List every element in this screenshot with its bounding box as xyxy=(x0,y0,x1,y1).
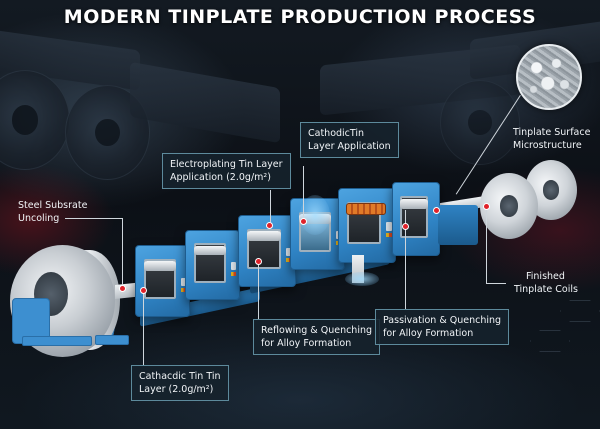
background-coil xyxy=(0,70,70,170)
machine-passivation xyxy=(392,182,440,256)
leader-line xyxy=(486,210,487,283)
label-passivation-quenching: Passivation & Quenching for Alloy Format… xyxy=(375,309,510,345)
control-panel xyxy=(180,277,186,286)
label-line: Microstructure xyxy=(513,140,582,151)
indicator-lights xyxy=(286,258,292,263)
control-panel xyxy=(286,247,292,256)
marker-dot xyxy=(483,203,490,210)
marker-dot xyxy=(266,222,273,229)
quench-splash xyxy=(345,272,379,286)
machine-roller xyxy=(247,231,281,242)
label-reflowing-quenching: Reflowing & Quenching for Alloy Formatio… xyxy=(253,319,381,355)
label-finished-coils: Finished Tinplate Coils xyxy=(514,270,578,296)
control-panel xyxy=(386,221,392,231)
marker-dot xyxy=(119,285,126,292)
leader-line xyxy=(258,258,259,320)
marker-dot xyxy=(433,207,440,214)
machine-plating-cell xyxy=(185,230,240,300)
label-line: for Alloy Formation xyxy=(261,338,352,349)
control-panel xyxy=(230,261,236,270)
machine-roller xyxy=(399,198,429,209)
indicator-lights xyxy=(230,271,236,276)
reflow-heater-coil xyxy=(346,203,386,215)
exit-unit xyxy=(438,205,478,245)
uncoiler-base xyxy=(95,335,129,345)
indicator-lights xyxy=(386,232,392,238)
decor-hexagon xyxy=(560,300,600,322)
page-title: MODERN TINPLATE PRODUCTION PROCESS xyxy=(63,6,537,28)
leader-line xyxy=(143,290,144,365)
leader-line xyxy=(303,166,304,218)
leader-line xyxy=(270,190,271,222)
label-line: Application (2.0g/m²) xyxy=(170,172,271,183)
label-line: Uncoling xyxy=(18,213,60,224)
marker-dot xyxy=(255,258,262,265)
uncoiler-stand-leg xyxy=(22,336,92,346)
machine-roller xyxy=(193,245,226,256)
label-tinplate-microstructure: Tinplate Surface Microstructure xyxy=(513,126,590,152)
label-line: Steel Subsrate xyxy=(18,200,88,211)
leader-line xyxy=(122,218,123,288)
label-line: for Alloy Formation xyxy=(383,328,474,339)
coil-core xyxy=(499,195,519,217)
indicator-lights xyxy=(180,288,186,293)
background-coil xyxy=(440,80,520,165)
coil-core xyxy=(542,180,560,200)
marker-dot xyxy=(402,223,409,230)
marker-dot xyxy=(300,218,307,225)
microstructure-magnifier xyxy=(516,44,582,110)
label-electroplating: Electroplating Tin Layer Application (2.… xyxy=(162,153,291,189)
label-line: CathodicTin xyxy=(308,128,365,139)
label-line: Finished xyxy=(526,271,565,282)
machine-roller xyxy=(143,261,176,272)
label-line: Passivation & Quenching xyxy=(383,315,502,326)
label-steel-substrate-uncoiling: Steel Subsrate Uncoling xyxy=(18,199,87,225)
marker-dot xyxy=(140,287,147,294)
leader-line xyxy=(486,283,506,284)
leader-line xyxy=(405,210,406,310)
label-line: Reflowing & Quenching xyxy=(261,325,373,336)
label-line: Layer Application xyxy=(308,141,391,152)
label-line: Cathacdic Tin Tin xyxy=(139,371,221,382)
leader-line xyxy=(65,218,123,219)
label-cathodic-tin-layer: Cathacdic Tin Tin Layer (2.0g/m²) xyxy=(131,365,229,401)
decor-hexagon xyxy=(530,330,570,352)
machine-reflow-furnace xyxy=(338,188,396,263)
machine-electroplating xyxy=(238,215,296,287)
water-spray xyxy=(300,195,330,235)
machine-cathodic-cell xyxy=(135,245,190,317)
label-line: Layer (2.0g/m²) xyxy=(139,384,214,395)
label-line: Tinplate Surface xyxy=(513,127,591,138)
label-line: Electroplating Tin Layer xyxy=(170,159,283,170)
label-cathodic-tin-application: CathodicTin Layer Application xyxy=(300,122,399,158)
background-coil-row xyxy=(130,61,280,144)
label-line: Tinplate Coils xyxy=(514,284,578,295)
